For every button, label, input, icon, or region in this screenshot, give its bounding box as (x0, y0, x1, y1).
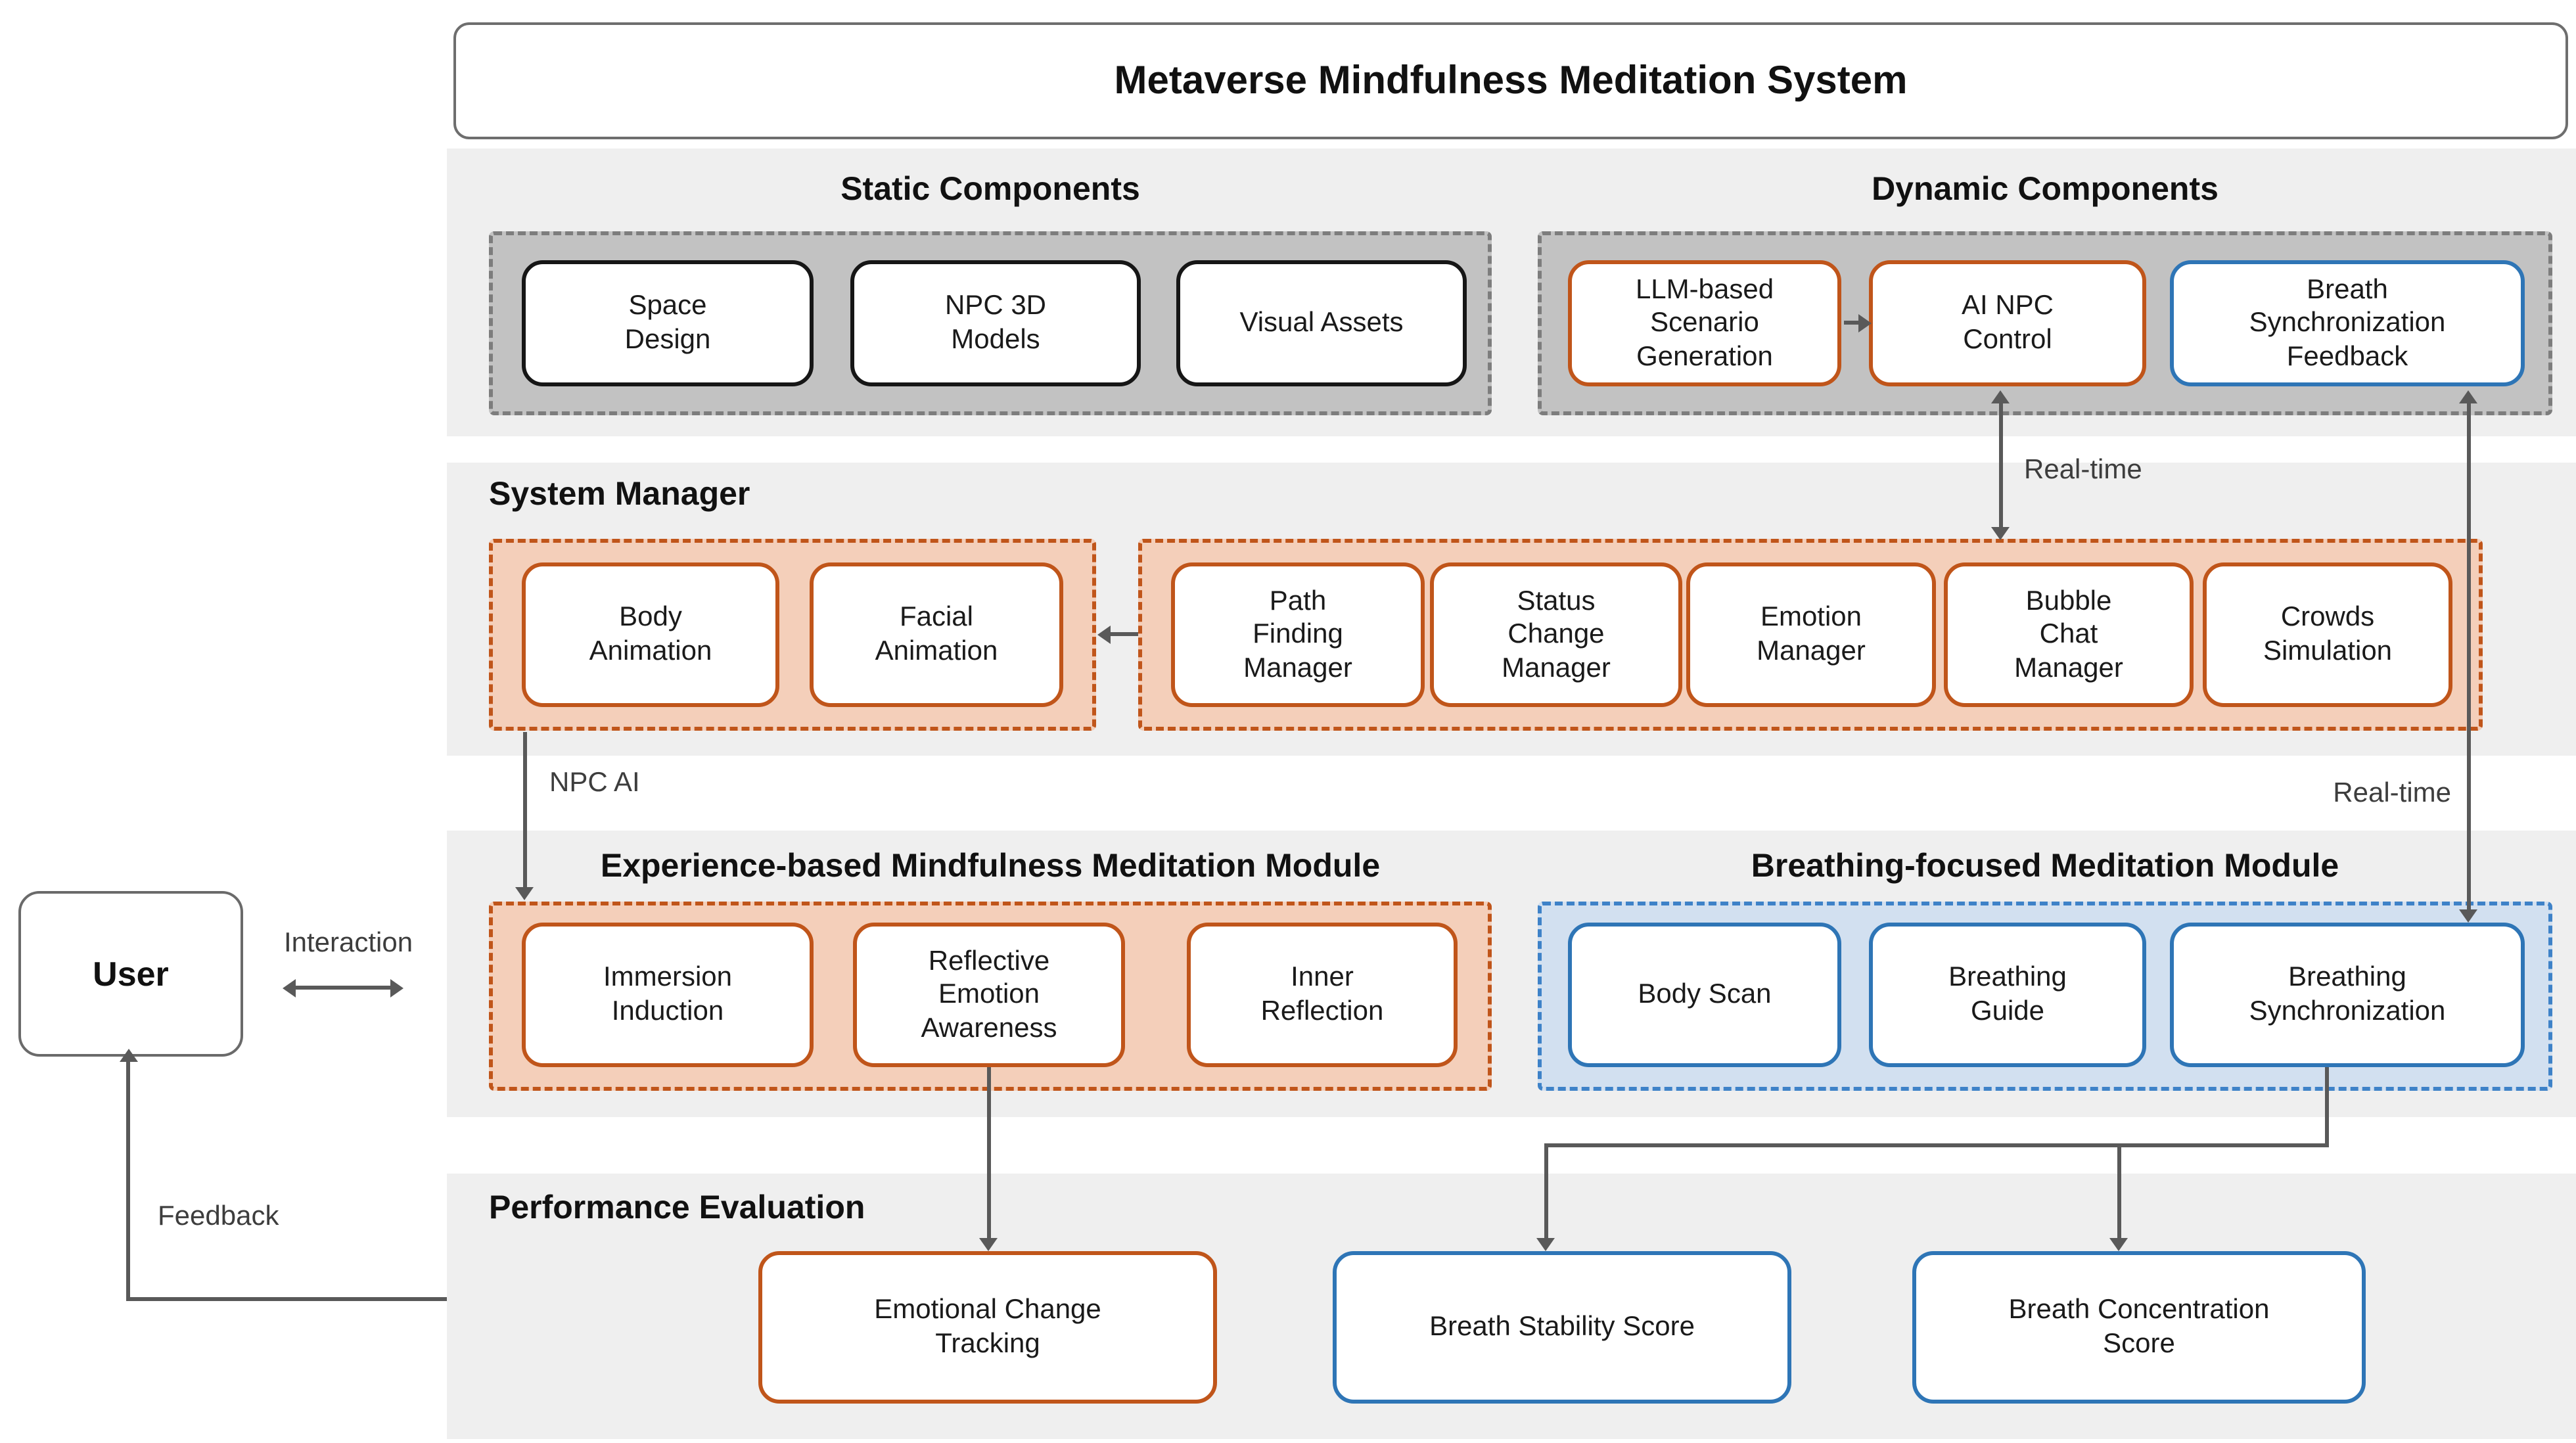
node-bubble-chat-manager: Bubble Chat Manager (1944, 562, 2194, 707)
node-npc-3d-models: NPC 3D Models (850, 260, 1141, 386)
node-emotional-change-tracking: Emotional Change Tracking (758, 1251, 1217, 1404)
arrow-reflective-to-tracking-head (979, 1238, 998, 1251)
arrow-managers-to-animation-head (1097, 626, 1111, 644)
node-path-finding-manager: Path Finding Manager (1171, 562, 1425, 707)
interaction-line (296, 986, 393, 990)
arrow-npc-ai-head (515, 887, 534, 900)
node-user: User (18, 891, 243, 1057)
node-inner-reflection: Inner Reflection (1187, 923, 1458, 1067)
node-emotion-manager: Emotion Manager (1686, 562, 1936, 707)
realtime-breathing-label: Real-time (2333, 778, 2451, 808)
npc-ai-label: NPC AI (549, 767, 640, 798)
arrow-to-stability-head (1536, 1238, 1555, 1251)
interaction-head-right (390, 979, 403, 997)
arrow-to-stability-line (1544, 1143, 1548, 1241)
arrow-realtime-dynamic-head-down (1991, 527, 2010, 540)
arrow-realtime-dynamic-line (1999, 402, 2003, 528)
interaction-head-left (283, 979, 296, 997)
arrow-to-concentration-line (2117, 1143, 2121, 1241)
arrow-reflective-to-tracking-line (987, 1067, 991, 1241)
breathing-module-label: Breathing-focused Meditation Module (1751, 848, 2339, 884)
node-breathing-guide: Breathing Guide (1869, 923, 2146, 1067)
node-visual-assets: Visual Assets (1176, 260, 1467, 386)
arrow-realtime-dynamic-head-up (1991, 390, 2010, 403)
arrow-llm-to-ainpc-head (1858, 314, 1872, 332)
node-breath-concentration-score: Breath Concentration Score (1912, 1251, 2366, 1404)
arrow-realtime-breathing-head-up (2459, 390, 2477, 403)
arrow-breathingsync-down-line (2325, 1067, 2329, 1147)
arrow-realtime-breathing-head-down (2459, 909, 2477, 923)
node-breath-stability-score: Breath Stability Score (1333, 1251, 1791, 1404)
node-immersion-induction: Immersion Induction (522, 923, 814, 1067)
dynamic-components-label: Dynamic Components (1872, 171, 2219, 208)
node-llm-scenario-generation: LLM-based Scenario Generation (1568, 260, 1841, 386)
performance-evaluation-label: Performance Evaluation (489, 1189, 865, 1226)
node-ai-npc-control: AI NPC Control (1869, 260, 2146, 386)
experience-module-label: Experience-based Mindfulness Meditation … (600, 848, 1381, 884)
node-body-scan: Body Scan (1568, 923, 1841, 1067)
system-title: Metaverse Mindfulness Meditation System (453, 22, 2568, 139)
node-space-design: Space Design (522, 260, 814, 386)
feedback-vertical-line (126, 1062, 130, 1301)
node-crowds-simulation: Crowds Simulation (2203, 562, 2452, 707)
interaction-label: Interaction (283, 928, 413, 958)
arrow-realtime-breathing-line (2467, 402, 2471, 912)
arrow-to-concentration-head (2109, 1238, 2128, 1251)
arrow-breathingsync-connector-line (1544, 1143, 2329, 1147)
system-manager-label: System Manager (489, 476, 750, 513)
node-breathing-synchronization: Breathing Synchronization (2170, 923, 2525, 1067)
node-status-change-manager: Status Change Manager (1430, 562, 1682, 707)
node-breath-synchronization-feedback: Breath Synchronization Feedback (2170, 260, 2525, 386)
feedback-label: Feedback (158, 1201, 279, 1231)
realtime-dynamic-label: Real-time (2024, 455, 2142, 485)
node-reflective-emotion-awareness: Reflective Emotion Awareness (853, 923, 1125, 1067)
feedback-horizontal-line (126, 1297, 447, 1301)
arrow-npc-ai-line (523, 732, 527, 890)
node-body-animation: Body Animation (522, 562, 779, 707)
static-components-label: Static Components (840, 171, 1140, 208)
node-facial-animation: Facial Animation (810, 562, 1063, 707)
feedback-head-up (120, 1049, 138, 1062)
arrow-managers-to-animation-line (1111, 632, 1138, 636)
arrow-llm-to-ainpc-line (1844, 321, 1860, 325)
